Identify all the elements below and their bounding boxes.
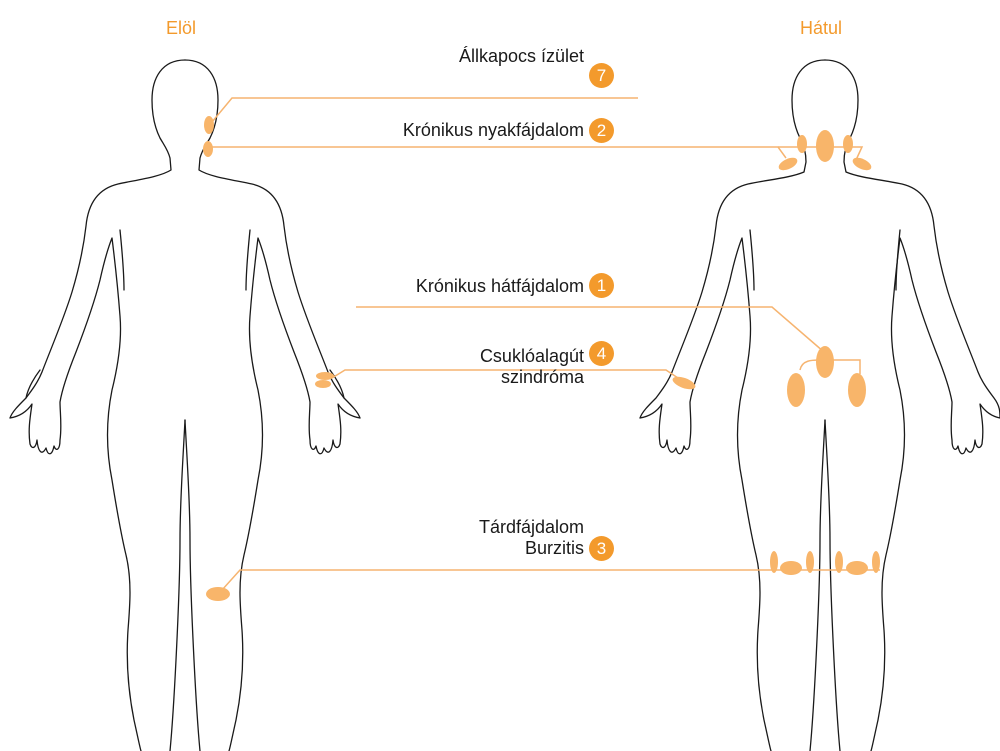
front-body-outline — [10, 60, 360, 751]
marker-knee-back-inner-left — [806, 551, 814, 573]
marker-knee-back-inner-right — [835, 551, 843, 573]
callout-badge-2: 2 — [589, 118, 614, 143]
marker-hip-left — [787, 373, 805, 407]
back-body-outline — [640, 60, 1000, 751]
marker-neck-back-right — [843, 135, 853, 153]
marker-knee-front — [206, 587, 230, 601]
callout-badge-7: 7 — [589, 63, 614, 88]
callout-label-wrist: Csuklóalagút szindróma — [480, 346, 584, 388]
front-view-title: Elöl — [166, 18, 196, 39]
connector-jaw — [212, 98, 638, 122]
marker-wrist-front-2 — [315, 380, 331, 388]
callout-label-knee: Tárdfájdalom Burzitis — [479, 517, 584, 559]
callout-badge-1: 1 — [589, 273, 614, 298]
callout-label-neck: Krónikus nyakfájdalom — [403, 120, 584, 141]
connector-back — [356, 307, 824, 352]
marker-neck-back-center — [816, 130, 834, 162]
marker-knee-back-outer-left — [770, 551, 778, 573]
callout-badge-4: 4 — [589, 341, 614, 366]
marker-wrist-front-1 — [316, 372, 334, 380]
connector-knee — [222, 570, 880, 590]
marker-jaw-front — [204, 116, 214, 134]
marker-knee-back-outer-right — [872, 551, 880, 573]
marker-knee-back-left — [780, 561, 802, 575]
marker-neck-back-left — [797, 135, 807, 153]
connector-neck — [212, 147, 786, 158]
marker-shoulder-back-left — [777, 155, 799, 173]
marker-neck-front — [203, 141, 213, 157]
marker-lower-back — [816, 346, 834, 378]
marker-shoulder-back-right — [851, 155, 873, 173]
callout-badge-3: 3 — [589, 536, 614, 561]
callout-label-jaw: Állkapocs ízület — [459, 46, 584, 67]
back-view-title: Hátul — [800, 18, 842, 39]
marker-hip-right — [848, 373, 866, 407]
callout-label-back: Krónikus hátfájdalom — [416, 276, 584, 297]
marker-knee-back-right — [846, 561, 868, 575]
